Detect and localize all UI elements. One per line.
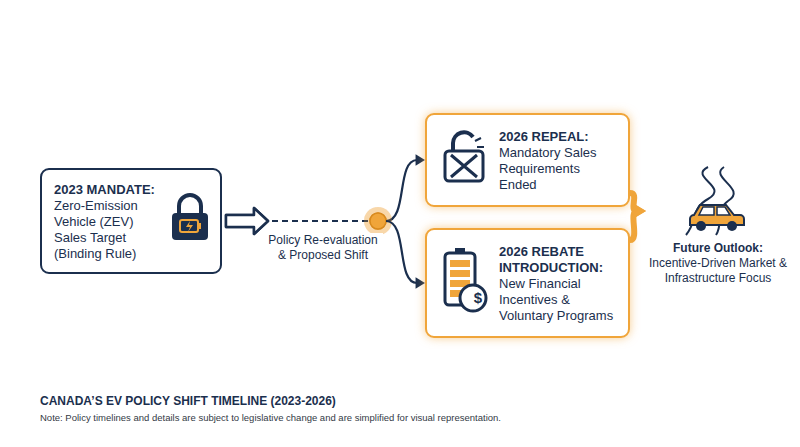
node-body: Mandatory Sales Requirements Ended	[499, 145, 618, 193]
branch-line	[386, 221, 417, 283]
node-heading: Future Outlook:	[648, 241, 788, 256]
connector	[226, 154, 425, 235]
split-point	[370, 213, 386, 229]
dashed-line	[272, 220, 368, 222]
node-heading: 2026 REPEAL:	[499, 129, 618, 145]
node-heading: 2023 MANDATE:	[54, 182, 162, 198]
node-body: Incentive-Driven Market & Infrastructure…	[648, 256, 788, 286]
connector	[226, 207, 425, 289]
branch-line	[386, 160, 417, 221]
mandate-box: 2023 MANDATE:Zero-Emission Vehicle (ZEV)…	[40, 168, 222, 274]
rebate-box: 2026 REBATE INTRODUCTION:New Financial I…	[425, 228, 630, 338]
arrow-head	[633, 203, 646, 218]
node-icon	[668, 165, 764, 241]
node-icon	[439, 246, 491, 320]
dashed-line	[272, 220, 368, 222]
arrow-head	[633, 203, 646, 218]
node-body: New Financial Incentives & Voluntary Pro…	[499, 276, 618, 324]
node-heading: 2026 REBATE INTRODUCTION:	[499, 244, 618, 276]
arrow-head	[416, 154, 425, 165]
diagram-caption: Note: Policy timelines and details are s…	[40, 412, 501, 423]
repeal-box: 2026 REPEAL:Mandatory Sales Requirements…	[425, 113, 630, 207]
edge-label: Policy Re-evaluation & Proposed Shift	[263, 233, 383, 263]
coin-symbol: $	[467, 289, 489, 307]
arrow-head	[416, 277, 425, 288]
node-icon	[168, 192, 212, 246]
block-arrow	[226, 208, 268, 234]
block-arrow	[226, 208, 268, 234]
connector	[630, 203, 646, 240]
outlook-node: Future Outlook:Incentive-Driven Market &…	[646, 165, 790, 295]
node-body: Zero-Emission Vehicle (ZEV) Sales Target…	[54, 198, 162, 262]
diagram-title: CANADA’S EV POLICY SHIFT TIMELINE (2023-…	[40, 394, 336, 408]
split-point	[370, 213, 386, 229]
node-icon	[439, 129, 491, 189]
